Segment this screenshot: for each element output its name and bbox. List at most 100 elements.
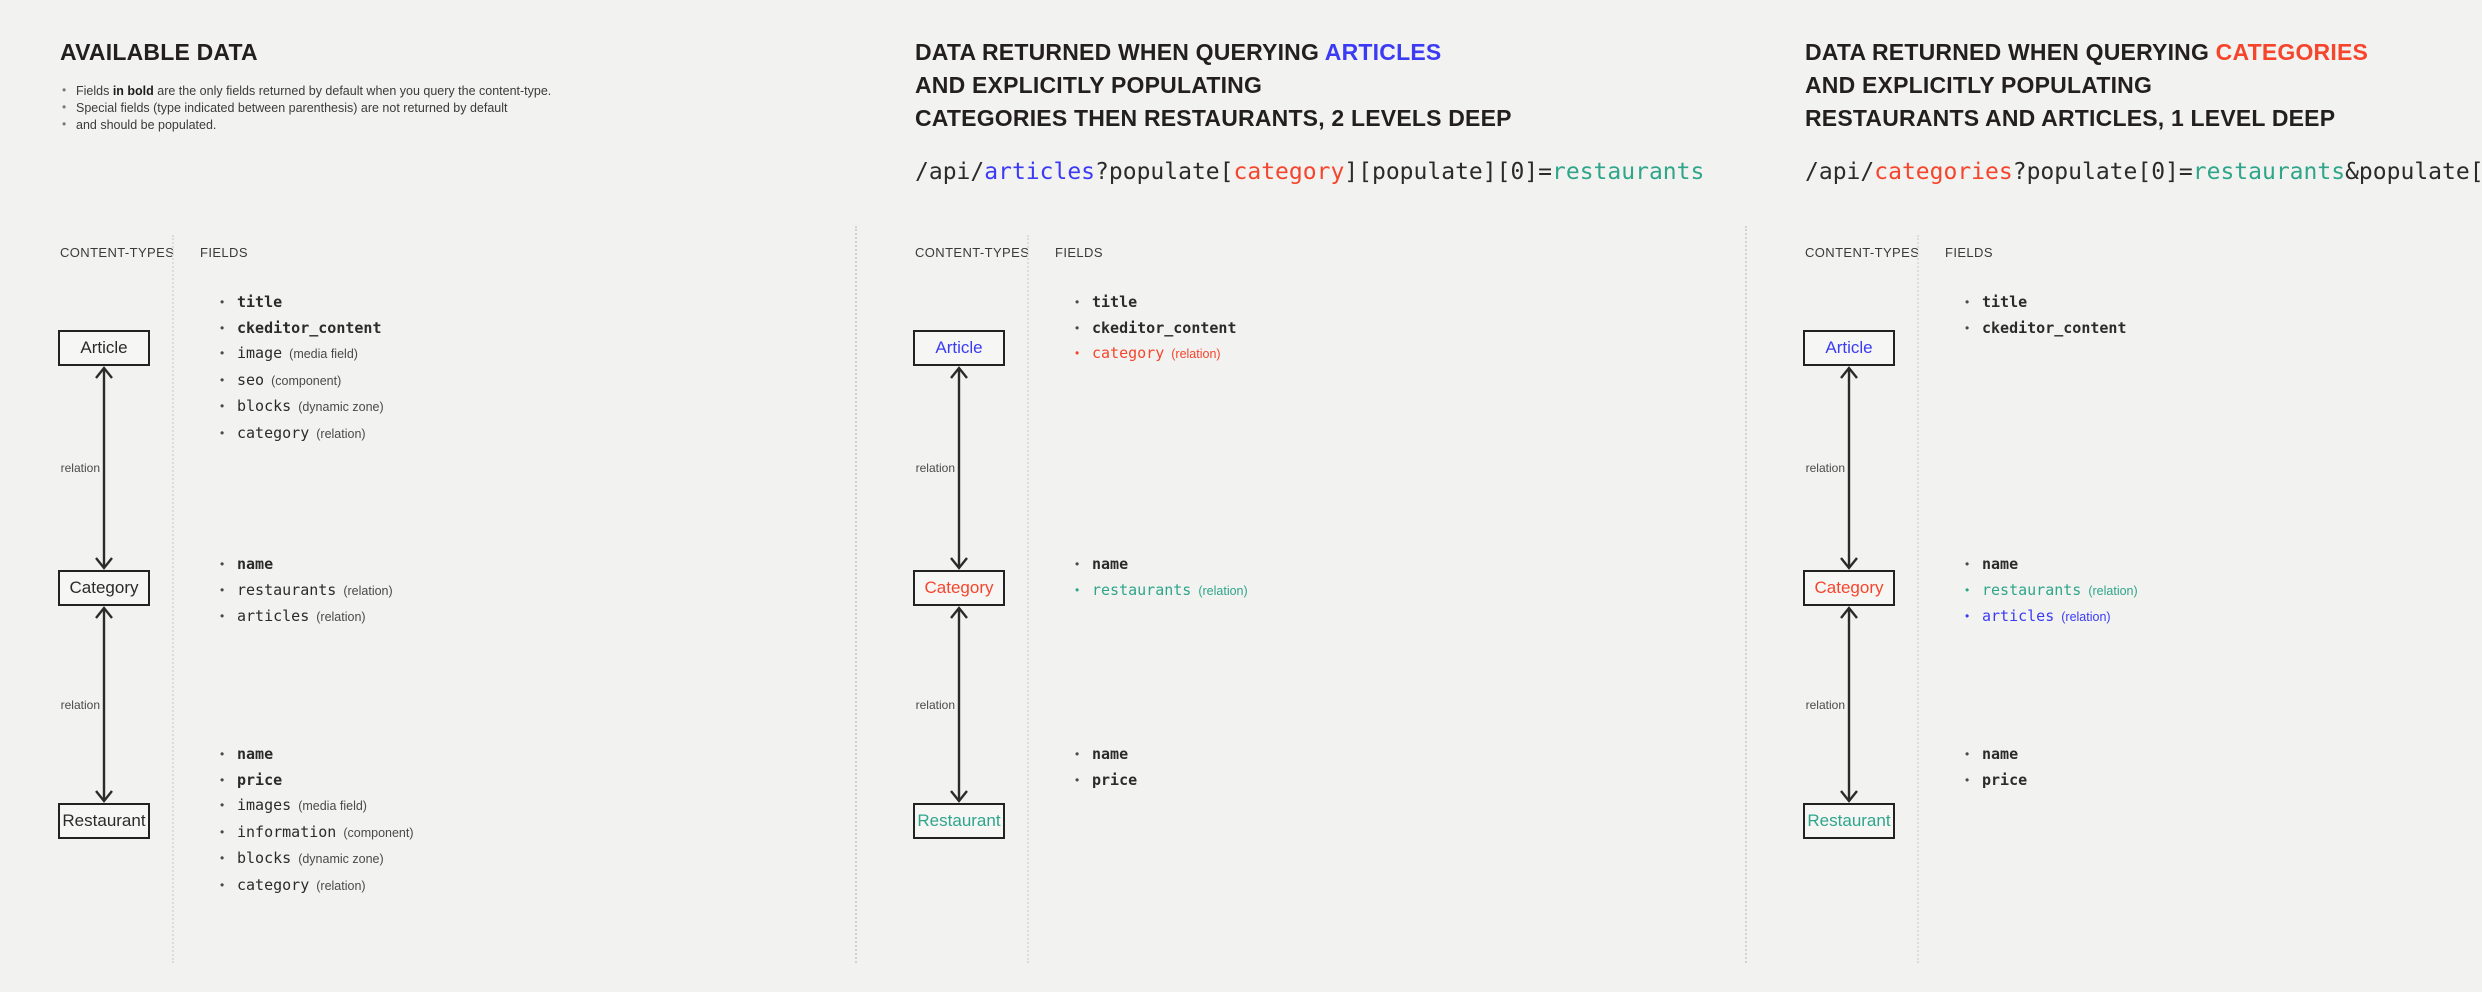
field-item: blocks(dynamic zone) (218, 846, 414, 873)
field-type: (component) (343, 825, 414, 840)
field-name: title (237, 293, 283, 311)
field-type: (relation) (316, 610, 366, 624)
title-segment: CATEGORIES (2215, 39, 2369, 65)
url-segment: restaurants (2192, 159, 2346, 185)
panel-separator (855, 226, 857, 963)
entity-box-category[interactable]: Category (913, 570, 1005, 606)
title-segment: DATA RETURNED WHEN QUERYING (1805, 39, 2216, 65)
relation-label: relation (915, 461, 955, 475)
field-name: category (237, 423, 310, 442)
field-item: category (relation) (1073, 341, 1237, 368)
title-line: CATEGORIES THEN RESTAURANTS, 2 LEVELS DE… (915, 102, 1735, 135)
field-item: information (component) (218, 820, 414, 847)
field-name: name (237, 555, 274, 573)
field-name: restaurants (237, 580, 337, 599)
url-segment: /api/ (915, 159, 985, 185)
relation-label: relation (60, 697, 100, 712)
title-segment: DATA RETURNED WHEN QUERYING (915, 39, 1325, 65)
url-segment: restaurants (1552, 159, 1705, 185)
field-item: ckeditor_content (218, 316, 384, 342)
relation-connector: relation (1806, 366, 1869, 570)
field-group-article: title ckeditor_content category (relation… (1073, 290, 1237, 368)
caption-fields: FIELDS (1945, 245, 1993, 260)
field-item: category (relation) (218, 873, 414, 900)
entity-box-restaurant[interactable]: Restaurant (58, 803, 150, 839)
entity-label: Category (69, 578, 139, 597)
field-item: name (1073, 552, 1248, 578)
relation-connector: relation (916, 366, 979, 570)
entity-label: Category (1814, 578, 1884, 597)
field-name: title (1092, 293, 1138, 311)
title-line: DATA RETURNED WHEN QUERYING ARTICLES (915, 36, 1735, 69)
field-name: ckeditor_content (1092, 318, 1237, 337)
field-item: name (218, 552, 393, 578)
relation-label: relation (915, 697, 955, 712)
field-group-article: title ckeditor_content (1963, 290, 2127, 341)
entity-box-article[interactable]: Article (913, 330, 1005, 366)
caption-fields: FIELDS (1055, 245, 1103, 260)
field-name: images (237, 796, 292, 814)
field-type: (relation) (316, 426, 366, 441)
panel-available-data: AVAILABLE DATAFields in bold are the onl… (0, 0, 855, 992)
field-group-restaurant: name price (1073, 742, 1137, 793)
field-name: name (1092, 745, 1129, 763)
entity-box-restaurant[interactable]: Restaurant (1803, 803, 1895, 839)
field-type: (relation) (2061, 610, 2111, 624)
field-name: articles (237, 607, 310, 625)
url-segment: ?populate[0]= (2012, 159, 2193, 185)
field-name: name (1982, 555, 2019, 573)
url-segment: ][populate][0]= (1344, 159, 1553, 185)
field-name: name (1092, 555, 1129, 573)
title-line: AND EXPLICITLY POPULATING (915, 69, 1735, 102)
field-item: price (218, 768, 414, 794)
field-item: price (1073, 768, 1137, 794)
field-type: (dynamic zone) (298, 400, 384, 414)
field-type: (relation) (343, 583, 393, 598)
field-type: (relation) (1171, 347, 1221, 361)
field-group-restaurant: name price (1963, 742, 2027, 793)
field-name: information (237, 822, 337, 841)
caption-content-types: CONTENT-TYPES (1805, 245, 1920, 260)
field-group-category: name restaurants(relation) (1073, 552, 1248, 604)
field-item: ckeditor_content (1073, 316, 1237, 342)
panel-query-categories: DATA RETURNED WHEN QUERYING CATEGORIES AN… (1745, 0, 2482, 992)
field-group-article: title ckeditor_content image(media field… (218, 290, 384, 447)
field-type: (relation) (1198, 583, 1248, 598)
panel-title: AVAILABLE DATA (60, 0, 880, 69)
column-divider (172, 235, 174, 963)
field-item: title (218, 290, 384, 316)
entity-box-restaurant[interactable]: Restaurant (913, 803, 1005, 839)
entity-box-category[interactable]: Category (58, 570, 150, 606)
field-item: restaurants(relation) (1963, 578, 2138, 605)
title-segment: CATEGORIES THEN RESTAURANTS, 2 LEVELS DE… (915, 105, 1512, 131)
panel-header: AVAILABLE DATA Fields in bold are the onl… (60, 0, 880, 134)
field-name: seo (237, 370, 265, 389)
field-item: category (relation) (218, 421, 384, 448)
legend-bullets: Fields in bold are the only fields retur… (60, 82, 880, 134)
field-type: (relation) (316, 878, 366, 893)
field-name: ckeditor_content (1982, 318, 2127, 337)
field-item: price (1963, 768, 2027, 794)
field-item: restaurants(relation) (1073, 578, 1248, 605)
relation-label: relation (1805, 697, 1845, 712)
title-line: AND EXPLICITLY POPULATING (1805, 69, 2482, 102)
entity-box-article[interactable]: Article (1803, 330, 1895, 366)
field-name: restaurants (1982, 580, 2082, 599)
field-name: ckeditor_content (237, 318, 382, 337)
title-segment: AND EXPLICITLY POPULATING (1805, 72, 2153, 98)
entity-box-article[interactable]: Article (58, 330, 150, 366)
field-type: (dynamic zone) (298, 852, 384, 866)
entity-label: Restaurant (917, 811, 1001, 830)
legend-bullet: Special fields (type indicated between p… (60, 99, 880, 117)
relation-connector: relation (61, 366, 124, 570)
entity-box-category[interactable]: Category (1803, 570, 1895, 606)
panel-title: DATA RETURNED WHEN QUERYING CATEGORIES AN… (1805, 0, 2482, 135)
field-name: category (237, 875, 310, 894)
field-name: category (1092, 344, 1165, 362)
title-segment: AVAILABLE DATA (60, 39, 258, 65)
title-line: DATA RETURNED WHEN QUERYING CATEGORIES (1805, 36, 2482, 69)
column-divider (1917, 235, 1919, 963)
field-name: image (237, 344, 283, 362)
